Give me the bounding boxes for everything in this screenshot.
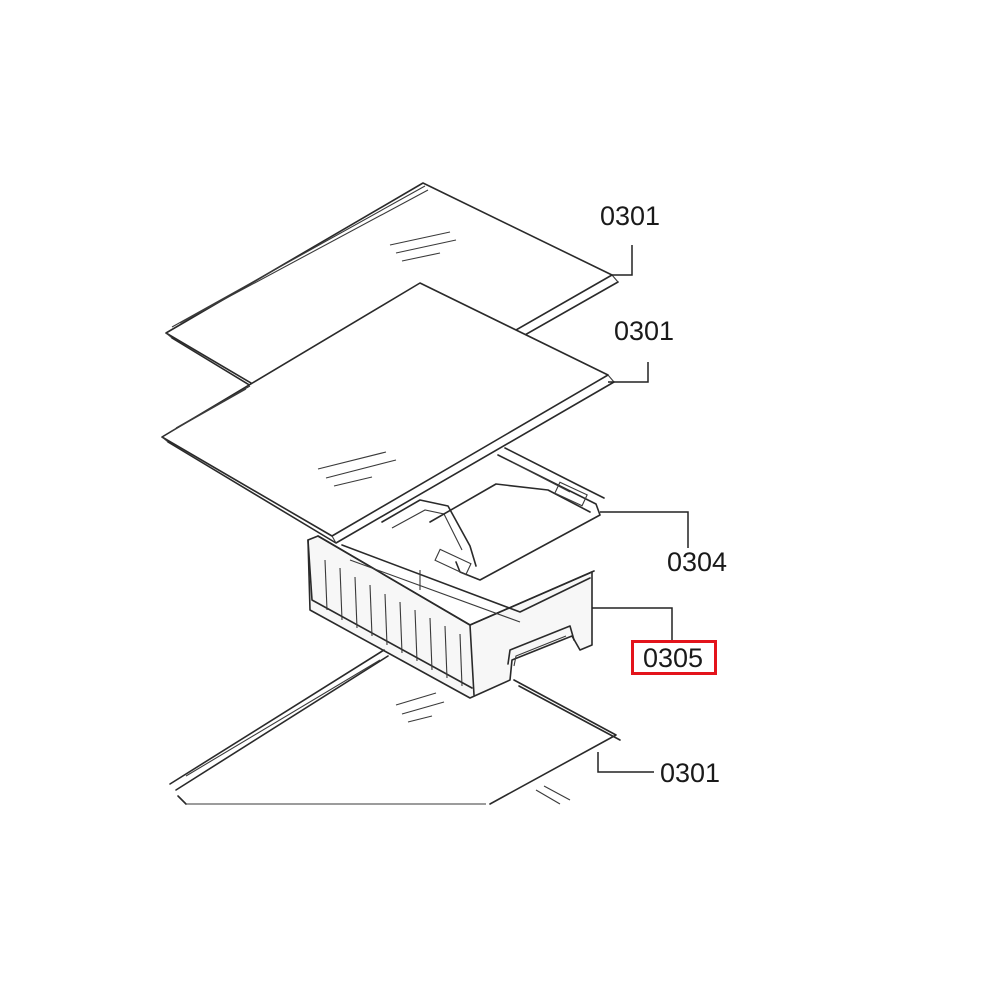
callout-label-0301-middle: 0301 [614, 316, 675, 346]
leader-line [592, 607, 673, 640]
glass-shelf-middle [161, 282, 615, 544]
leader-line [612, 245, 633, 276]
leader-line [597, 752, 654, 773]
leader-line [608, 362, 649, 383]
leader-lines [592, 245, 689, 773]
highlight-box [631, 640, 717, 675]
drawer-frame [381, 447, 605, 581]
callout-label-0301-bottom: 0301 [660, 758, 721, 788]
callout-label-0301-top: 0301 [600, 201, 661, 231]
crisper-drawer [307, 535, 595, 699]
leader-line [600, 511, 689, 548]
glass-shelf-bottom [169, 649, 621, 805]
callout-label-0305: 0305 [643, 643, 704, 673]
callout-label-0304: 0304 [667, 547, 728, 577]
